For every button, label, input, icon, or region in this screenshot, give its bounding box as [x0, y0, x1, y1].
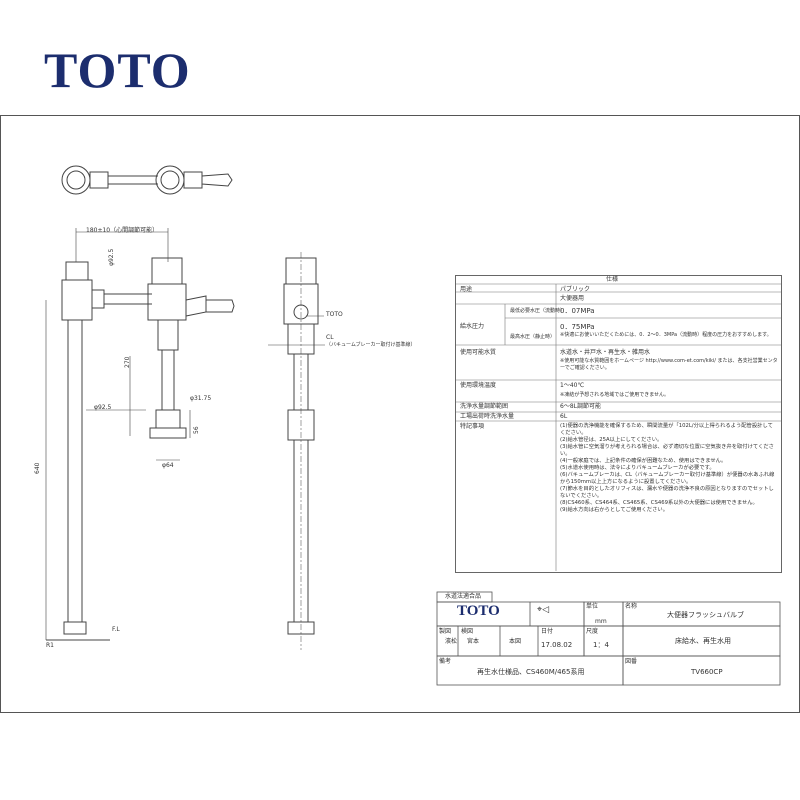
spec-pressure-min: 0．07MPa — [560, 307, 595, 315]
spec-note-item: (1)便器の洗浄機能を確保するため、瞬間流量が「102L/分以上得られるよう配管… — [560, 423, 773, 436]
side-view — [268, 252, 325, 650]
label-r1: R1 — [46, 642, 54, 649]
label-cl: CL — [326, 334, 334, 341]
date-label: 日付 — [541, 628, 554, 635]
spec-water-value: 水道水・井戸水・再生水・雑用水 — [560, 349, 651, 356]
spec-pressure-note: ※快適にお使いいただくためには、0．2～0．3MPa（流動時）程度の圧力をおすす… — [560, 332, 772, 338]
dim-925: φ92.5 — [94, 404, 112, 411]
spec-note-item: (2)給水管径は、25A以上にしてください。 — [560, 437, 663, 443]
label-fl: F.L — [112, 626, 120, 633]
drawn-stamp: 濱松 — [445, 638, 458, 645]
dim-180: 180±10（心間調節可能） — [86, 227, 159, 234]
spec-use-value2: 大便器用 — [560, 295, 585, 302]
dim-3175: φ31.75 — [190, 395, 212, 402]
spec-volume-range-value: 6～8L調節可能 — [560, 403, 601, 410]
spec-volume-range-label: 洗浄水量調節範囲 — [460, 403, 509, 410]
check-label: 検図 — [461, 628, 474, 635]
spec-temp-label: 使用環境温度 — [460, 382, 497, 389]
spec-temp-note: ※凍結が予想される地域ではご使用できません。 — [560, 392, 670, 398]
dim-270: 270 — [124, 356, 131, 368]
spec-pressure-label: 給水圧力 — [460, 323, 485, 330]
spec-notes-list: (1)便器の洗浄機能を確保するため、瞬間流量が「102L/分以上得られるよう配管… — [560, 423, 778, 514]
use-value: 床給水、再生水用 — [675, 637, 731, 645]
name-value: 大便器フラッシュバルブ — [667, 611, 744, 619]
spec-pressure-max-label: 最高水圧（静止時） — [510, 334, 556, 340]
front-view — [45, 228, 235, 641]
spec-note-item: (9)給水方向は右からとしてご使用ください。 — [560, 507, 668, 513]
spec-factory-volume-value: 6L — [560, 413, 568, 420]
check-stamp: 宮本 — [467, 638, 480, 645]
note-value: 再生水仕様品、CS460M/465系用 — [477, 668, 585, 676]
brand-logo: TOTO — [44, 42, 191, 98]
projection-symbol-icon: ⌖◁ — [537, 605, 549, 615]
spec-table: 仕様 用途 パブリック 大便器用 給水圧力 最低必要水圧（流動時） 0．07MP… — [455, 275, 782, 573]
titleblock-logo: TOTO — [457, 603, 500, 619]
dim-640: 640 — [34, 462, 41, 474]
spec-note-item: (3)給水管に空気溜りが考えられる場合は、必ず適切な位置に空気抜き弁を取付けてく… — [560, 444, 774, 457]
spec-water-note: ※使用可能な水質範囲をホームページ http://www.com-et.com/… — [560, 358, 778, 371]
drawing-number-label: 図番 — [625, 658, 638, 665]
spec-title: 仕様 — [606, 276, 619, 283]
spec-factory-volume-label: 工場出荷時洗浄水量 — [460, 413, 515, 420]
spec-grid — [455, 283, 781, 571]
spec-note-item: (5)水道水使用時は、法令によりバキュームブレーカが必要です。 — [560, 465, 715, 471]
spec-pressure-min-label: 最低必要水圧（流動時） — [510, 308, 566, 314]
dim-64: φ64 — [162, 462, 174, 469]
stamp-label: 水道法適合品 — [445, 593, 482, 600]
drawn-label: 製図 — [439, 628, 452, 635]
unit-value: mm — [595, 618, 607, 625]
spec-note-item: (4)一般家庭では、上記条件の確保が困難なため、使用はできません。 — [560, 458, 727, 464]
titleblock-grid — [436, 591, 781, 686]
name-label: 名称 — [625, 603, 638, 610]
spec-water-label: 使用可能水質 — [460, 349, 497, 356]
spec-use-value: パブリック — [560, 286, 591, 293]
spec-note-item: (7)節水を目的としたオリフィスは、漏水や便器の洗浄不良の原因となりますのでセッ… — [560, 486, 774, 499]
note-label: 備考 — [439, 658, 452, 665]
unit-label: 単位 — [586, 603, 599, 610]
label-toto: TOTO — [326, 311, 343, 318]
date-value: 17.08.02 — [541, 641, 573, 649]
scale-label: 尺度 — [586, 628, 599, 635]
spec-pressure-max: 0．75MPa — [560, 323, 595, 331]
drawing-number-value: TV660CP — [691, 668, 723, 676]
top-view — [61, 165, 233, 195]
spec-use-label: 用途 — [460, 286, 473, 293]
dim-56: 56 — [193, 426, 200, 434]
spec-notes-label: 特記事項 — [460, 423, 485, 430]
dim-925-top: φ92.5 — [108, 248, 115, 266]
spec-temp-value: 1～40℃ — [560, 382, 585, 389]
label-cl-note: （バキュームブレーカー取付け基準線） — [326, 342, 416, 348]
approval-stamp: 本図 — [509, 638, 522, 645]
title-block: 水道法適合品 TOTO ⌖◁ 単位 mm 名称 大便器フラッシュバルブ 製図 濱… — [437, 592, 780, 685]
spec-note-item: (8)CS460系、CS464系、CS465系、CS469系以外の大便器には使用… — [560, 500, 758, 506]
spec-note-item: (6)バキュームブレーカは、CL（バキュームブレーカー取付け基準線）が便器の水あ… — [560, 472, 775, 485]
scale-value: 1：4 — [593, 641, 609, 649]
